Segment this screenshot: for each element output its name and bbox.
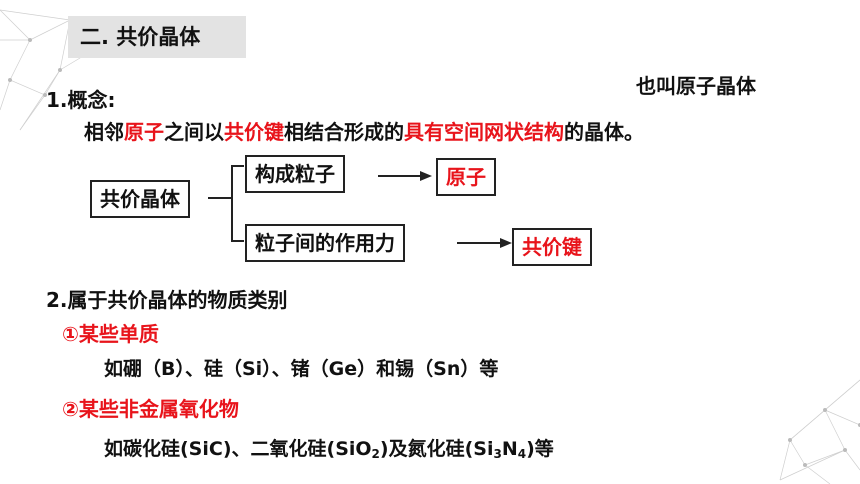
def-text-3: 相结合形成的 <box>284 120 404 144</box>
node-covalent-bond: 共价键 <box>512 228 592 266</box>
categories-heading: 2.属于共价晶体的物质类别 <box>46 288 288 312</box>
concept-definition: 相邻原子之间以共价键相结合形成的具有空间网状结构的晶体。 <box>84 116 644 145</box>
def-text-1: 相邻 <box>84 120 124 144</box>
network-decoration-bottom-right <box>779 379 860 484</box>
def-text-4: 的晶体。 <box>564 120 644 144</box>
node-covalent-crystal: 共价晶体 <box>90 180 190 218</box>
category-oxides-examples: 如碳化硅(SiC)、二氧化硅(SiO2)及氮化硅(Si3N4)等 <box>104 434 554 461</box>
node-atom: 原子 <box>436 158 496 196</box>
oxides-text-2: )及氮化硅(Si <box>379 438 494 460</box>
concept-heading: 1.概念: <box>46 88 116 112</box>
def-term-network-structure: 具有空间网状结构 <box>404 120 564 144</box>
category-elements-examples: 如硼（B）、硅（Si）、锗（Ge）和锡（Sn）等 <box>104 358 499 380</box>
oxides-text-1: 如碳化硅(SiC)、二氧化硅(SiO <box>104 438 372 460</box>
node-interparticle-force: 粒子间的作用力 <box>245 224 405 262</box>
oxides-sub-2: 2 <box>371 447 380 461</box>
alias-note: 也叫原子晶体 <box>636 74 756 98</box>
oxides-text-3: N <box>501 438 518 460</box>
oxides-sub-3: 3 <box>493 447 502 461</box>
def-term-covalent-bond: 共价键 <box>224 120 284 144</box>
node-constituent-particles: 构成粒子 <box>245 155 345 193</box>
def-text-2: 之间以 <box>164 120 224 144</box>
oxides-sub-4: 4 <box>517 447 527 461</box>
category-elements-title: ①某些单质 <box>62 322 159 346</box>
oxides-text-4: )等 <box>526 438 554 460</box>
category-oxides-title: ②某些非金属氧化物 <box>62 397 239 421</box>
def-term-atom: 原子 <box>124 120 164 144</box>
section-title: 二. 共价晶体 <box>68 16 246 58</box>
